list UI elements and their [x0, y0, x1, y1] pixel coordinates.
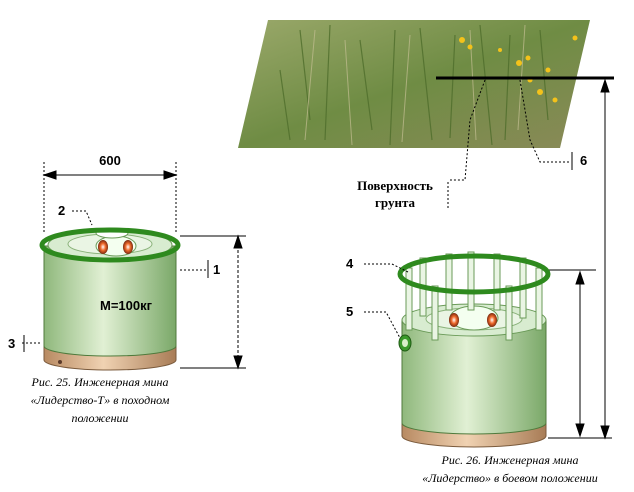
caption-left-line2: «Лидерство-Т» в походном [31, 393, 170, 407]
mass-label: М=100кг [100, 298, 153, 313]
surface-label-line1: Поверхность [357, 178, 433, 193]
caption-left-line3: положении [71, 411, 128, 425]
callout-4: 4 [346, 256, 354, 271]
callout-leaders-left [22, 210, 209, 352]
height-dimension-right [538, 78, 612, 440]
height-dimension-left [180, 234, 246, 370]
caption-right-line2: «Лидерство» в боевом положении [422, 471, 597, 485]
surface-label-line2: грунта [375, 195, 415, 210]
callout-5: 5 [346, 304, 353, 319]
mine-right [397, 251, 551, 448]
width-dimension-left [42, 162, 178, 232]
caption-right-line1: Рис. 26. Инженерная мина [440, 453, 578, 467]
ground-photo [238, 20, 590, 148]
callout-6: 6 [580, 153, 587, 168]
callout-1: 1 [213, 262, 220, 277]
caption-left-line1: Рис. 25. Инженерная мина [30, 375, 168, 389]
mine-left [39, 227, 181, 371]
callout-2: 2 [58, 203, 65, 218]
callout-leaders-right [364, 263, 409, 339]
width-label: 600 [99, 153, 121, 168]
mine-right-ring [397, 253, 551, 295]
callout-3: 3 [8, 336, 15, 351]
surface-leaders [447, 79, 573, 210]
mine-left-ring [39, 227, 181, 263]
